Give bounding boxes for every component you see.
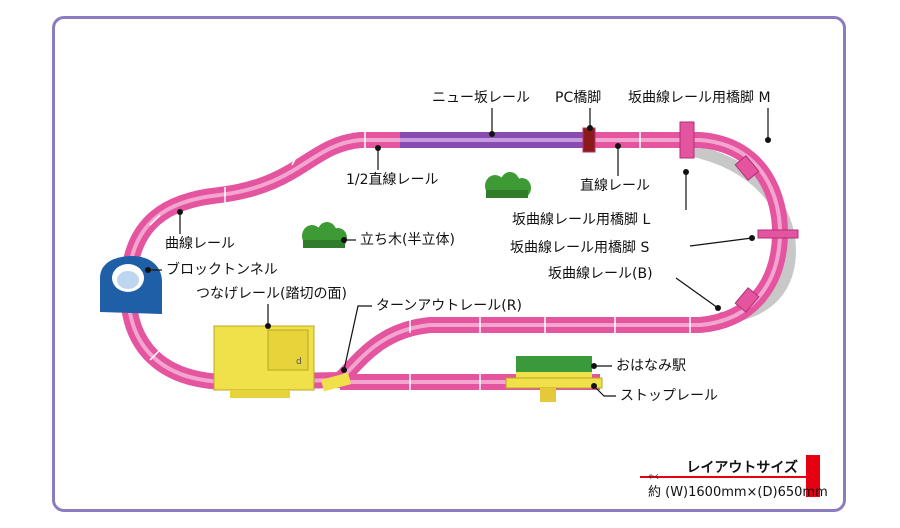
rail-joints xyxy=(120,130,691,390)
leader-lines xyxy=(145,108,771,397)
railroad-crossing: d xyxy=(213,325,315,398)
label-turnout-rail: ターンアウトレール(R) xyxy=(376,298,522,314)
label-crossing-rail: つなげレール(踏切の面) xyxy=(196,286,347,302)
piers xyxy=(582,121,799,313)
ohanami-station-platform xyxy=(505,356,603,402)
layout-size-underline xyxy=(640,476,806,478)
layout-size-value: 約 (W)1600mm×(D)650mm xyxy=(648,485,828,500)
layout-size-box: レイアウトサイズ やく 約 (W)1600mm×(D)650mm xyxy=(640,455,830,500)
svg-text:d: d xyxy=(296,357,302,367)
pier-m-top xyxy=(679,121,695,159)
new-slope-rail-inner xyxy=(400,138,590,142)
label-slope-curve-pier-l: 坂曲線レール用橋脚 L xyxy=(512,212,651,228)
label-slope-curve-pier-m: 坂曲線レール用橋脚 M xyxy=(628,90,771,106)
layout-size-ruby: やく xyxy=(648,474,661,481)
label-pc-pier: PC橋脚 xyxy=(555,90,602,106)
label-stop-rail: ストップレール xyxy=(620,388,718,404)
layout-size-red-bar xyxy=(806,455,820,497)
label-slope-curve-rail-b: 坂曲線レール(B) xyxy=(548,266,653,282)
label-ohanami-station: おはなみ駅 xyxy=(616,358,686,374)
pc-pier xyxy=(582,127,596,153)
label-new-slope-rail: ニュー坂レール xyxy=(432,90,530,106)
diagram-frame xyxy=(52,16,846,512)
layout-size-title: レイアウトサイズ xyxy=(686,460,798,476)
label-slope-curve-pier-s: 坂曲線レール用橋脚 S xyxy=(510,240,650,256)
label-half-straight-rail: 1/2直線レール xyxy=(346,172,439,188)
block-tunnel xyxy=(100,256,162,314)
label-block-tunnel: ブロックトンネル xyxy=(166,262,278,278)
pier-l xyxy=(734,155,760,181)
tree-top xyxy=(485,172,531,198)
pier-b xyxy=(734,287,760,313)
label-curve-rail: 曲線レール xyxy=(165,236,235,252)
turnout-lever xyxy=(320,372,352,392)
tree-mid xyxy=(302,222,347,248)
label-standing-tree: 立ち木(半立体) xyxy=(360,232,455,248)
pier-s xyxy=(757,229,799,239)
label-straight-rail: 直線レール xyxy=(580,178,650,194)
